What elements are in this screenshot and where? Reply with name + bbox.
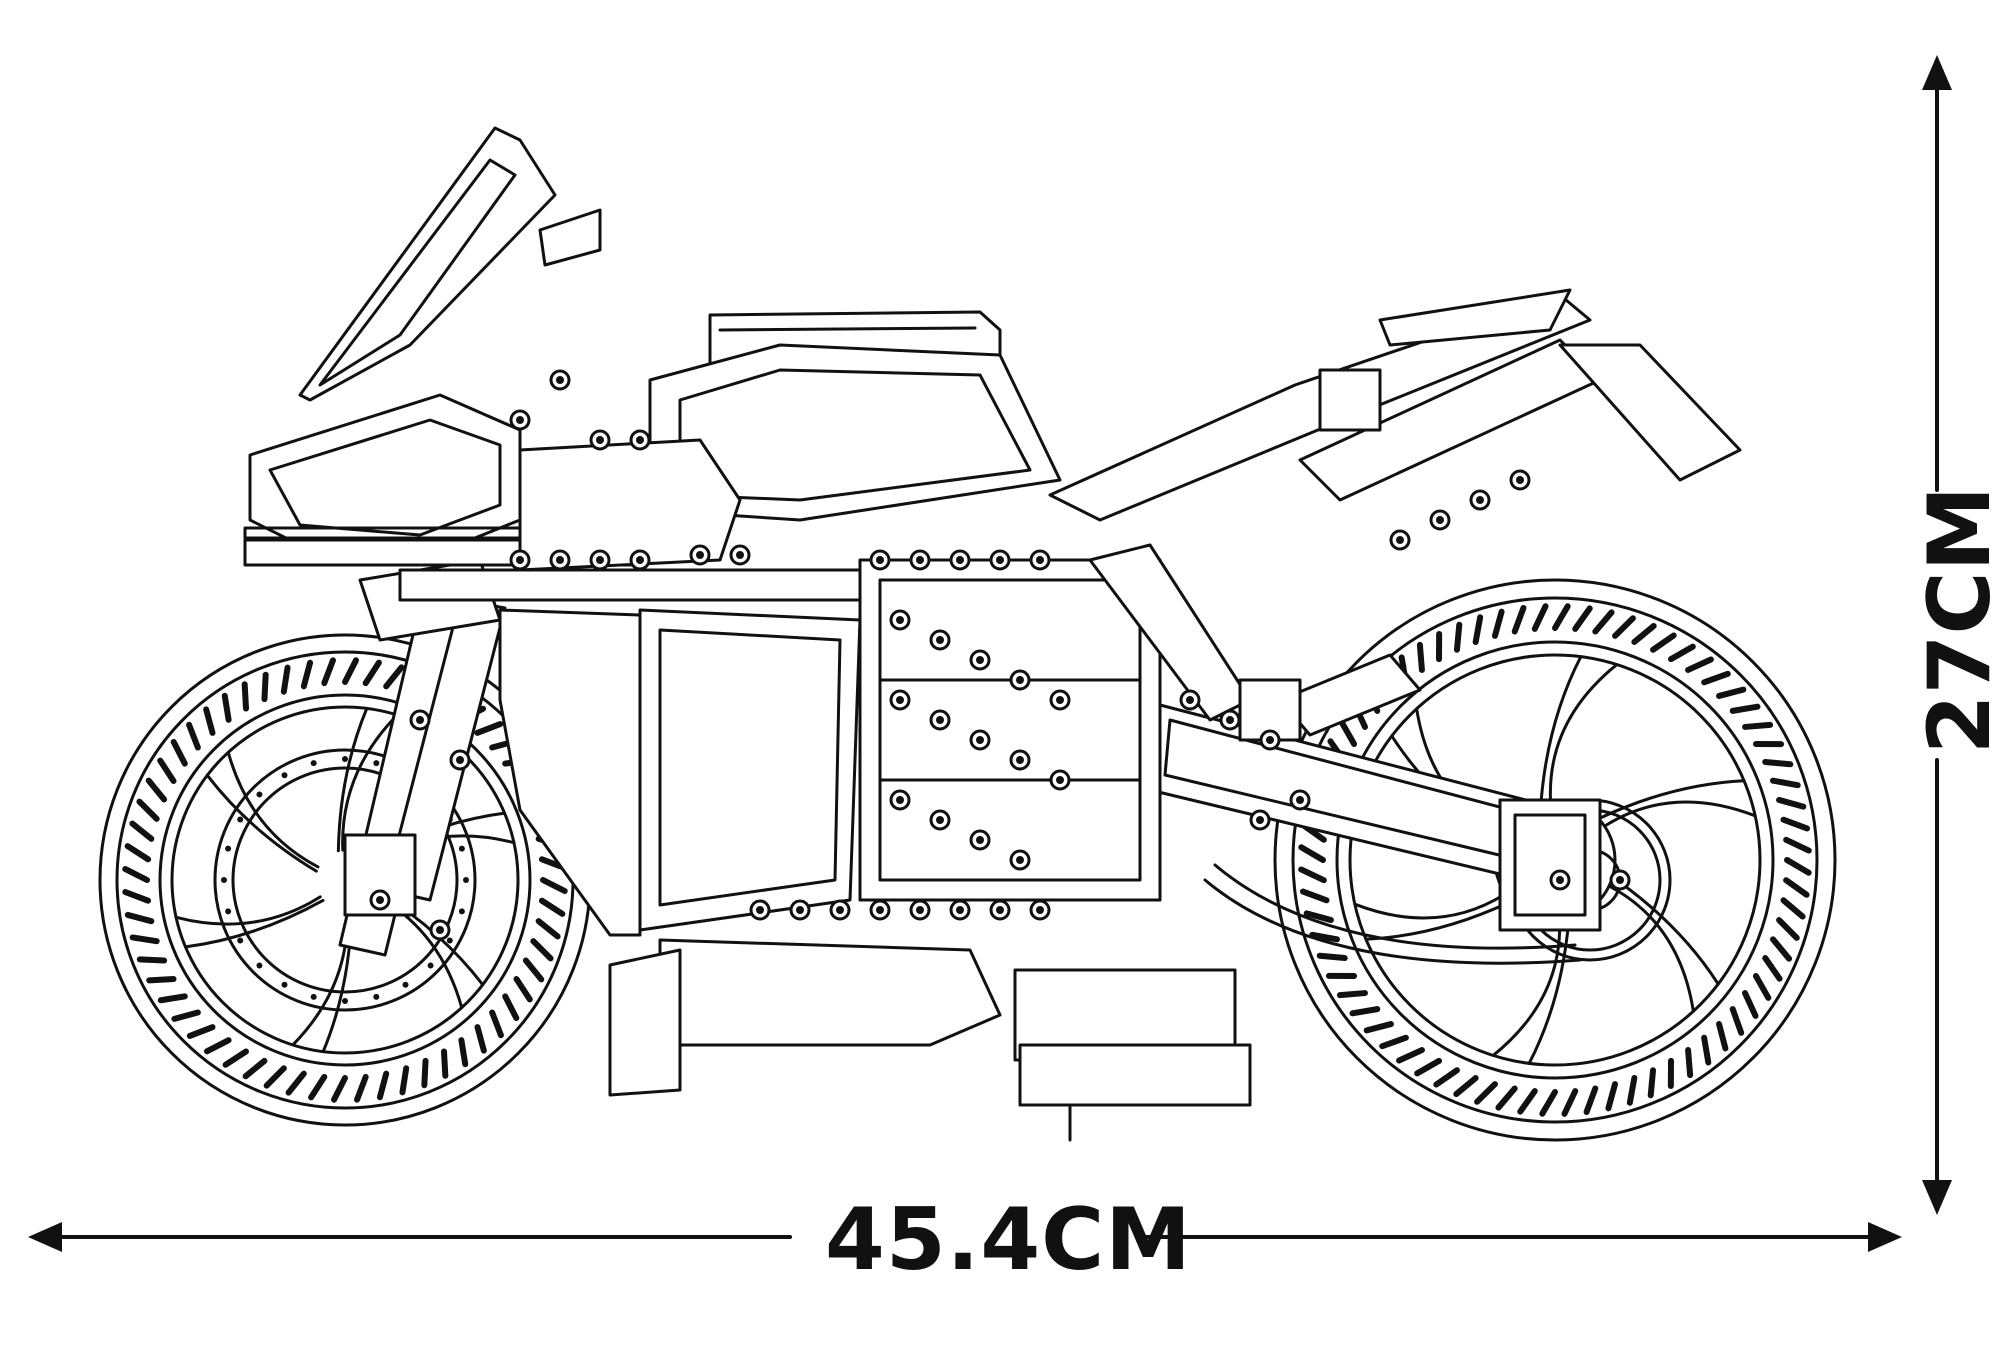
right-arrow-icon [1868,1222,1902,1252]
up-arrow-icon [1922,55,1952,90]
left-arrow-icon [28,1222,62,1252]
windscreen [300,128,600,400]
width-dimension-label: 45.4CM [825,1190,1192,1290]
stand-base [1020,1045,1250,1140]
tail-section [1050,290,1740,520]
height-dimension-label: 27CM [1910,486,2000,754]
down-arrow-icon [1922,1180,1952,1215]
